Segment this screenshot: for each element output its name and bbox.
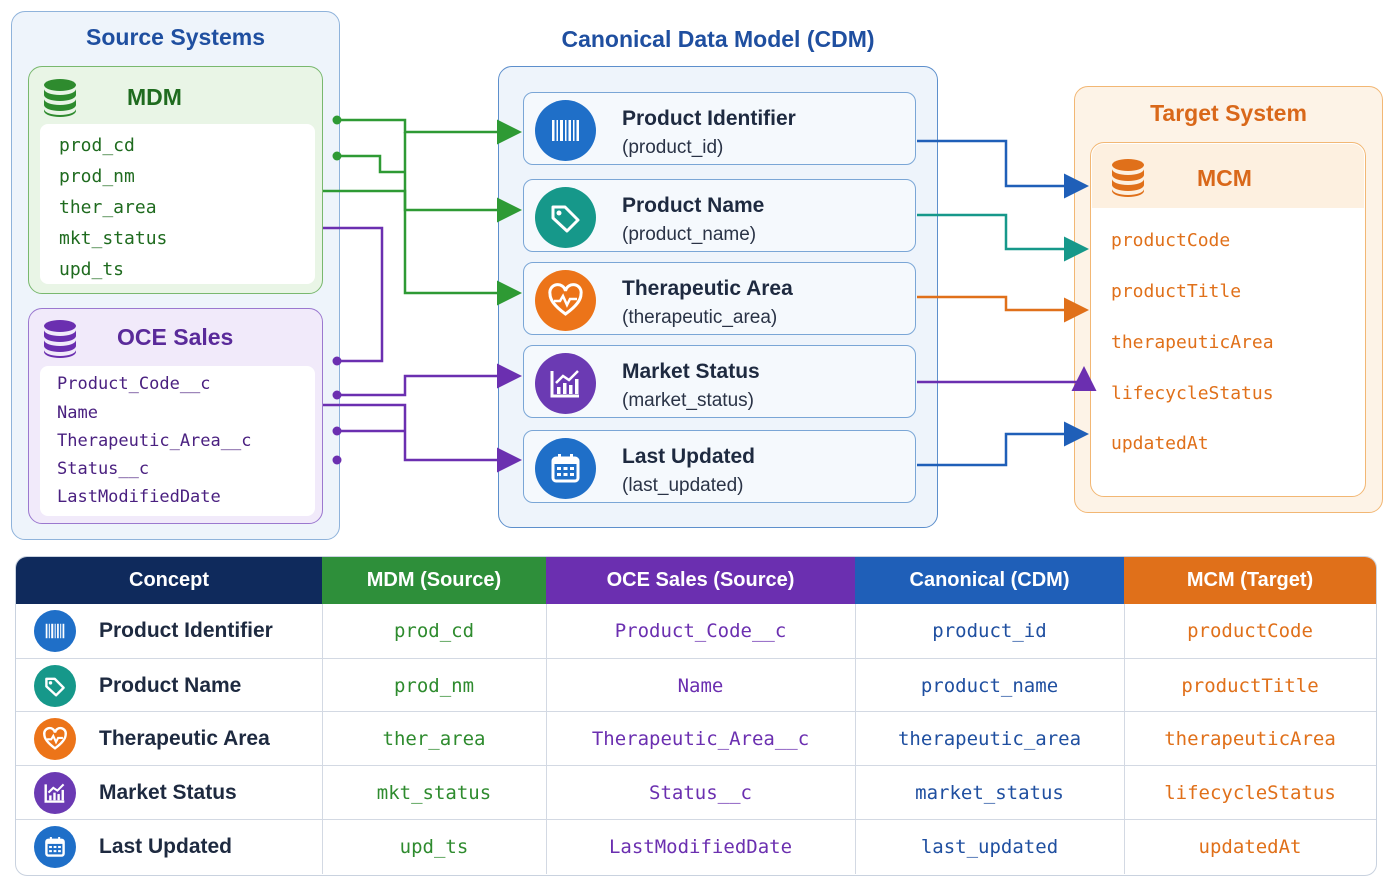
calendar-icon: [34, 826, 76, 868]
table-cell-mcm: productTitle: [1181, 674, 1319, 697]
mcm-field: productCode: [1111, 230, 1231, 251]
table-cell-mdm: upd_ts: [399, 835, 469, 858]
table-cell-oce: Product_Code__c: [614, 619, 787, 642]
table-cell-cdm: product_name: [920, 674, 1059, 697]
mdm-title: MDM: [127, 84, 182, 110]
database-icon: [42, 318, 78, 360]
mcm-field: productTitle: [1111, 281, 1242, 302]
mcm-field: lifecycleStatus: [1111, 383, 1274, 404]
cdm-title: Canonical Data Model (CDM): [561, 26, 875, 52]
table-header-oce: OCE Sales (Source): [546, 557, 855, 604]
table-cell-oce: Status__c: [649, 781, 752, 804]
mapping-connectors: [323, 115, 1097, 473]
database-icon: [42, 77, 78, 119]
mdm-field: prod_nm: [59, 166, 135, 187]
table-cell-mdm: ther_area: [382, 727, 486, 750]
mapping-table: [15, 556, 1377, 876]
cdm-item-name: Product Identifier: [622, 107, 796, 130]
mdm-field-list: [40, 124, 315, 284]
table-header-mcm: MCM (Target): [1124, 557, 1376, 604]
table-column-divider: [855, 604, 856, 874]
table-header-concept: Concept: [16, 557, 322, 604]
table-cell-cdm: product_id: [932, 619, 1047, 642]
cdm-item-field: (product_name): [622, 224, 757, 245]
mcm-title: MCM: [1197, 165, 1252, 191]
heart-pulse-icon: [34, 718, 76, 760]
cdm-item-product-identifier: Product Identifier (product_id): [523, 92, 916, 165]
cdm-item-field: (product_id): [622, 137, 724, 158]
oce-field: Therapeutic_Area__c: [57, 431, 252, 451]
mdm-field: upd_ts: [59, 259, 125, 280]
oce-field: Name: [57, 403, 98, 423]
table-cell-mcm: lifecycleStatus: [1164, 781, 1336, 804]
table-cell-oce: Name: [677, 674, 724, 697]
table-row: Market Status mkt_status Status__c marke…: [16, 765, 1376, 818]
oce-sales-title: OCE Sales: [117, 324, 234, 350]
mcm-field: therapeuticArea: [1111, 332, 1274, 353]
chart-icon: [34, 772, 76, 814]
mcm-field: updatedAt: [1111, 433, 1209, 454]
table-row: Product Name prod_nm Name product_name p…: [16, 658, 1376, 711]
mdm-field: mkt_status: [59, 228, 168, 249]
cdm-item-therapeutic-area: Therapeutic Area (therapeutic_area): [523, 262, 916, 335]
source-systems-title: Source Systems: [86, 24, 265, 50]
oce-connectors: [323, 226, 522, 473]
cdm-item-name: Last Updated: [622, 445, 756, 468]
table-cell-mdm: prod_cd: [393, 619, 475, 642]
mdm-connectors: [323, 118, 522, 306]
table-column-divider: [1124, 604, 1125, 874]
table-cell-mdm: prod_nm: [393, 674, 475, 697]
table-cell-concept: Product Identifier: [99, 618, 273, 642]
cdm-item-name: Therapeutic Area: [622, 277, 793, 300]
table-cell-oce: LastModifiedDate: [608, 835, 793, 858]
table-header-cdm: Canonical (CDM): [855, 557, 1124, 604]
table-cell-cdm: last_updated: [920, 835, 1059, 858]
oce-field: Product_Code__c: [57, 374, 211, 394]
table-cell-oce: Therapeutic_Area__c: [591, 727, 810, 750]
calendar-icon: [535, 438, 596, 499]
table-header-mdm: MDM (Source): [322, 557, 546, 604]
chart-icon: [535, 353, 596, 414]
target-system-title: Target System: [1150, 100, 1307, 126]
table-cell-concept: Product Name: [99, 673, 242, 697]
tag-icon: [34, 665, 76, 707]
table-column-divider: [546, 604, 547, 874]
cdm-item-field: (last_updated): [622, 475, 744, 496]
cdm-item-field: (therapeutic_area): [622, 307, 778, 328]
table-cell-mdm: mkt_status: [376, 781, 492, 804]
cdm-item-product-name: Product Name (product_name): [523, 179, 916, 252]
cdm-item-field: (market_status): [622, 390, 754, 411]
cdm-item-last-updated: Last Updated (last_updated): [523, 430, 916, 503]
table-cell-mcm: therapeuticArea: [1164, 727, 1336, 750]
table-row: Product Identifier prod_cd Product_Code_…: [16, 604, 1376, 657]
table-cell-mcm: productCode: [1187, 619, 1313, 642]
cdm-to-mcm-connectors: [917, 139, 1097, 467]
table-cell-mcm: updatedAt: [1198, 835, 1302, 858]
barcode-icon: [34, 610, 76, 652]
oce-field: Status__c: [57, 459, 150, 479]
mdm-field: prod_cd: [59, 135, 135, 156]
tag-icon: [535, 187, 596, 248]
database-icon: [1110, 157, 1146, 199]
table-cell-cdm: therapeutic_area: [897, 727, 1082, 750]
oce-field-list: [40, 366, 315, 516]
barcode-icon: [535, 100, 596, 161]
oce-field: LastModifiedDate: [57, 487, 221, 507]
cdm-item-name: Market Status: [622, 360, 760, 383]
table-cell-cdm: market_status: [915, 781, 1064, 804]
mdm-connector-dots: [332, 115, 342, 161]
mdm-field: ther_area: [59, 197, 157, 218]
table-row: Therapeutic Area ther_area Therapeutic_A…: [16, 711, 1376, 764]
table-cell-concept: Therapeutic Area: [99, 726, 270, 750]
oce-connector-dots: [332, 356, 342, 465]
cdm-item-name: Product Name: [622, 194, 765, 217]
table-column-divider: [322, 604, 323, 874]
heart-pulse-icon: [535, 270, 596, 331]
table-cell-concept: Market Status: [99, 780, 237, 804]
table-row: Last Updated upd_ts LastModifiedDate las…: [16, 819, 1376, 872]
table-cell-concept: Last Updated: [99, 834, 233, 858]
cdm-item-market-status: Market Status (market_status): [523, 345, 916, 418]
